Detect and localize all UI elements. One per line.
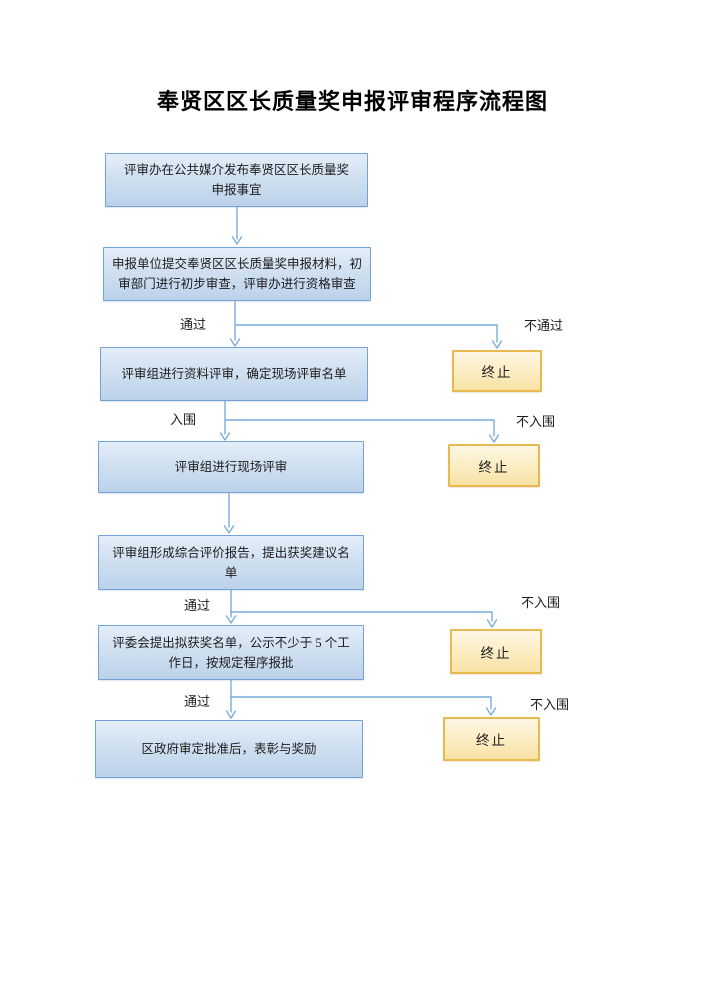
decision-label-pass-1: 通过 [180,317,207,332]
process-step-document-review: 评审组进行资料评审，确定现场评审名单 [100,347,368,401]
terminal-box-3: 终止 [450,629,542,674]
page-title: 奉贤区区长质量奖申报评审程序流程图 [156,89,548,114]
process-step-onsite-review: 评审组进行现场评审 [98,441,364,493]
terminal-box-1: 终止 [452,350,542,392]
decision-label-pass-3: 通过 [184,598,211,613]
process-step-commendation-reward: 区政府审定批准后，表彰与奖励 [95,720,363,778]
terminal-box-4: 终止 [443,717,540,761]
decision-label-fail-1: 不通过 [524,318,564,333]
process-step-evaluation-report: 评审组形成综合评价报告，提出获奖建议名 单 [98,535,364,590]
decision-label-fail-3: 不入围 [521,595,561,610]
terminal-box-2: 终止 [448,444,540,487]
arrow-step6-step7 [225,679,237,719]
branch-fail-4 [230,696,497,716]
arrow-step4-step5 [223,492,235,534]
arrow-step3-step4 [219,400,231,441]
decision-label-pass-4: 通过 [184,694,211,709]
decision-label-fail-4: 不入围 [530,697,570,712]
decision-label-pass-2: 入围 [170,412,197,427]
process-step-publish-notice: 评审办在公共媒介发布奉贤区区长质量奖 申报事宜 [105,153,368,207]
branch-fail-2 [224,419,500,443]
arrow-step5-step6 [225,589,237,624]
process-step-submit-materials: 申报单位提交奉贤区区长质量奖申报材料，初 审部门进行初步审查，评审办进行资格审查 [103,247,371,301]
process-step-publicity-approval: 评委会提出拟获奖名单，公示不少于 5 个工 作日，按规定程序报批 [98,625,364,680]
arrow-step2-step3 [229,300,241,347]
arrow-step1-step2 [231,206,243,245]
decision-label-fail-2: 不入围 [516,414,556,429]
branch-fail-1 [234,324,503,349]
